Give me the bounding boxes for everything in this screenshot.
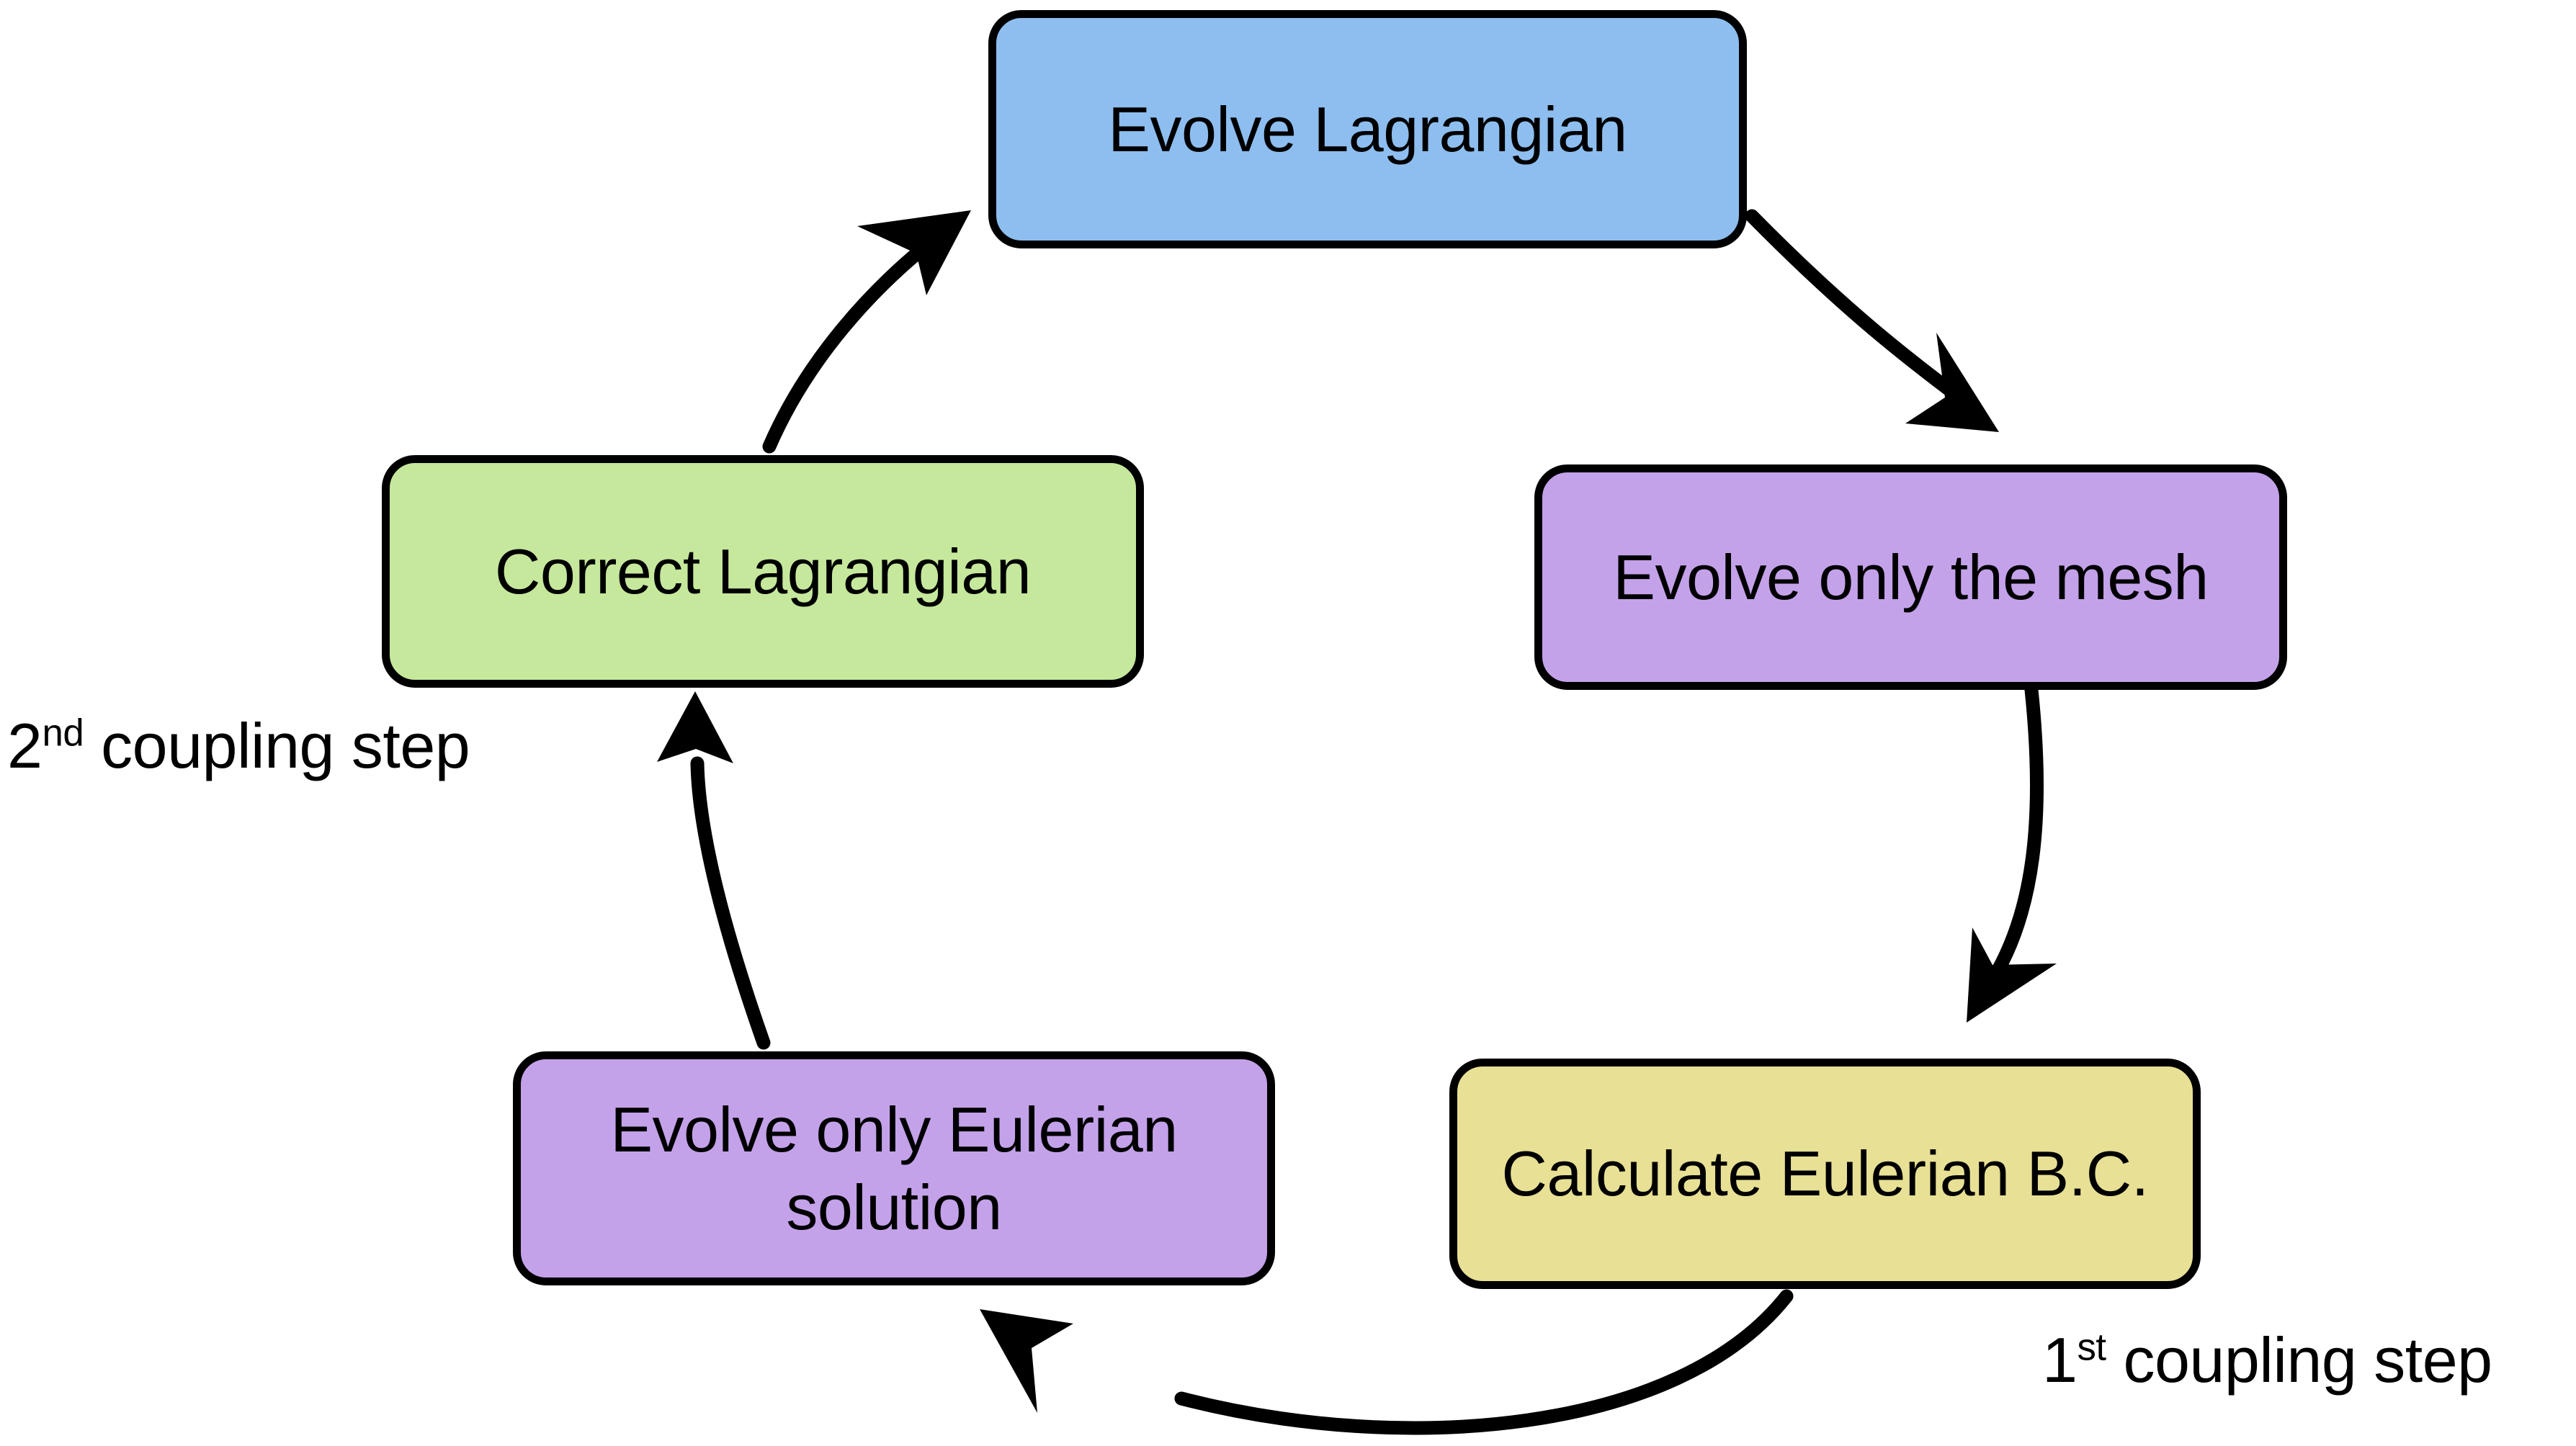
- caption-second-coupling-step: 2nd coupling step: [7, 709, 470, 783]
- node-evolve-only-eulerian-solution[interactable]: Evolve only Eulerian solution: [513, 1051, 1275, 1285]
- node-label-correct-lagrangian: Correct Lagrangian: [494, 535, 1032, 607]
- node-evolve-lagrangian[interactable]: Evolve Lagrangian: [988, 10, 1747, 248]
- node-calculate-eulerian-bc[interactable]: Calculate Eulerian B.C.: [1449, 1059, 2201, 1289]
- edge-eulerian-to-correct: [657, 691, 771, 1050]
- edge-mesh-to-bc: [1967, 683, 2057, 1023]
- node-label-evolve-only-eulerian-solution: Evolve only Eulerian solution: [610, 1094, 1178, 1243]
- caption-ordinal-1: 1: [2042, 1324, 2078, 1396]
- caption-first-coupling-step: 1st coupling step: [2042, 1324, 2492, 1397]
- caption-rest-1st: coupling step: [2106, 1324, 2492, 1396]
- caption-suffix-st: st: [2077, 1326, 2106, 1369]
- node-label-calculate-eulerian-bc: Calculate Eulerian B.C.: [1501, 1138, 2149, 1210]
- node-label-evolve-only-the-mesh: Evolve only the mesh: [1613, 541, 2209, 613]
- edge-correct-to-lagrangian: [762, 210, 971, 454]
- caption-suffix-nd: nd: [42, 711, 84, 755]
- edge-bc-to-eulerian: [980, 1289, 1794, 1435]
- node-evolve-only-the-mesh[interactable]: Evolve only the mesh: [1534, 464, 2287, 690]
- caption-ordinal-2: 2: [7, 710, 43, 781]
- caption-rest-2nd: coupling step: [84, 710, 470, 781]
- edge-lagrangian-to-mesh: [1745, 209, 1999, 432]
- node-label-evolve-lagrangian: Evolve Lagrangian: [1108, 93, 1627, 165]
- node-correct-lagrangian[interactable]: Correct Lagrangian: [382, 455, 1144, 688]
